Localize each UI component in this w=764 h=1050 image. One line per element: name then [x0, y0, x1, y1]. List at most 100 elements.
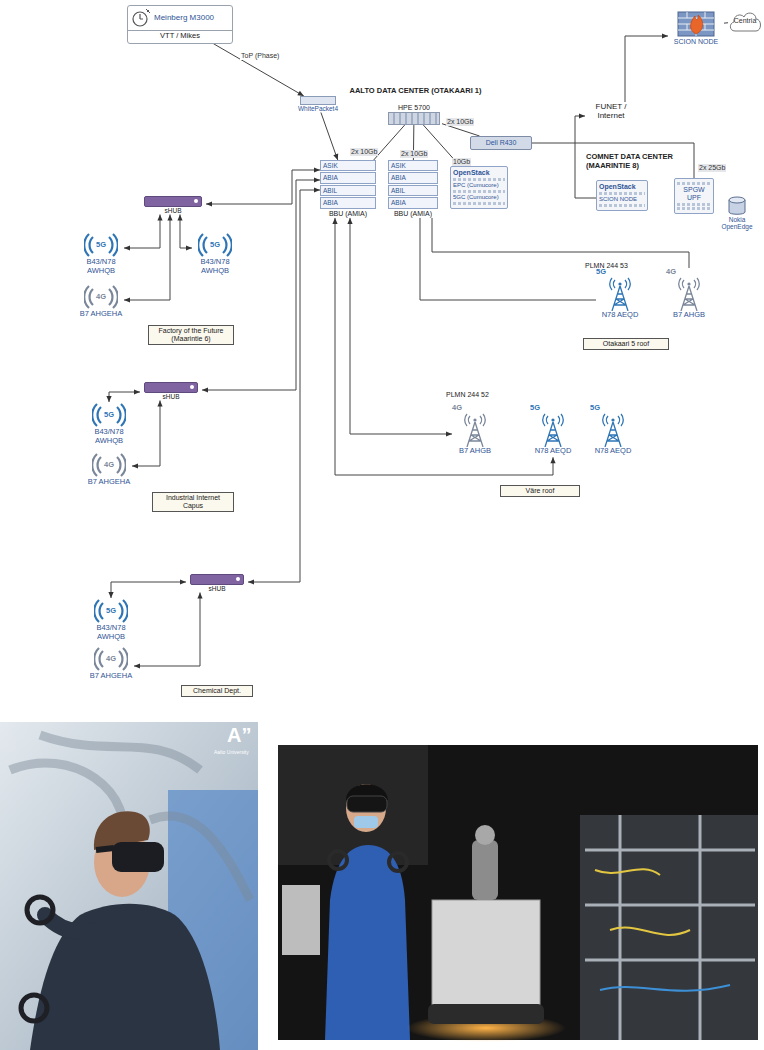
wave-arc — [682, 280, 684, 288]
arrow-head — [167, 214, 172, 220]
side-cart — [282, 885, 320, 955]
tower-name: N78 AEQD — [596, 311, 644, 320]
connector — [108, 579, 186, 598]
tower-name: B7 AHGB — [666, 311, 712, 320]
antenna-icon: 4G — [86, 452, 132, 478]
device-name: Meinberg M3000 — [154, 13, 214, 22]
tower-icon — [674, 277, 704, 311]
network-label: FUNET / Internet — [585, 102, 637, 120]
edge-label: 2x 10Gb — [400, 142, 428, 160]
vr-controller — [389, 853, 407, 871]
server-service: 5GC (Cumucore) — [453, 194, 505, 201]
firewall-wall — [678, 12, 714, 36]
time-server-box: Meinberg M3000VTT / Mikes — [127, 5, 233, 44]
server-title: SPGW UPF — [677, 186, 711, 202]
wave-arc — [98, 407, 101, 423]
connector-line — [420, 218, 596, 300]
antenna-icon: 5G — [192, 232, 238, 258]
connector-line — [724, 22, 728, 23]
server-slot — [599, 204, 645, 207]
wave-arc — [98, 457, 101, 473]
caption-text: Factory of the Future (Maarintie 6) — [152, 327, 230, 343]
board-card: ASIK — [388, 160, 438, 171]
caption-box: Chemical Dept. — [181, 685, 253, 697]
wave-arc — [123, 600, 128, 622]
wave-arc — [92, 454, 97, 476]
server-slot — [453, 178, 505, 181]
caption-text: Chemical Dept. — [185, 687, 249, 695]
wave-arc — [100, 651, 103, 667]
wave-arc — [223, 237, 226, 253]
band-label: 5G — [86, 402, 132, 428]
antenna-node: 5GB43/N78 AWHQB — [88, 598, 134, 643]
caption-text: Industrial Internet Capus — [156, 494, 230, 510]
robot-cabinet — [432, 900, 540, 1008]
antenna-node: 5GB43/N78 AWHQB — [86, 402, 132, 447]
server-service: SCION NODE — [599, 196, 645, 203]
tower-mast — [467, 422, 483, 447]
site-region: Industrial Internet CapussHUB5GB43/N78 A… — [52, 374, 246, 502]
wave-arc — [483, 414, 485, 426]
arrow-head — [157, 214, 162, 220]
wave-arc — [90, 289, 93, 305]
network-device: WhitePacket4 — [296, 96, 340, 112]
arrow-head — [332, 218, 337, 224]
connector-line — [134, 592, 200, 666]
photo-background — [278, 745, 758, 1040]
robot-joint — [475, 825, 495, 845]
band-label: 4G — [86, 452, 132, 478]
antenna-icon: 4G — [78, 284, 124, 310]
edge-label: ToP (Phase) — [240, 44, 280, 62]
connector — [321, 112, 338, 160]
back-wall — [278, 745, 428, 865]
arrow-head — [579, 113, 585, 118]
wave-arc — [84, 286, 89, 308]
arrow-head — [124, 245, 130, 250]
arrow-head — [197, 592, 202, 598]
region-title-text: PLMN 244 52 — [446, 391, 526, 399]
band-label: 5G — [590, 404, 636, 413]
antenna-icon: 5G — [86, 402, 132, 428]
connector-line — [532, 143, 694, 178]
wave-arc — [546, 416, 548, 424]
antenna-name: B43/N78 AWHQB — [88, 624, 134, 641]
antenna-node: 4GB7 AHGEHA — [88, 646, 134, 683]
node-name: SCION NODE — [668, 38, 724, 46]
vr-headset — [347, 796, 387, 812]
owner-label: VTT / Mikes — [131, 32, 229, 41]
wave-arc — [465, 414, 467, 426]
wave-arc — [109, 237, 112, 253]
clock-hands — [140, 14, 143, 19]
shub-device: sHUB — [186, 574, 248, 592]
arrow-head — [206, 201, 212, 206]
connector — [134, 592, 203, 668]
server-slot — [453, 202, 505, 205]
wave-arc — [625, 280, 627, 288]
tower-top — [687, 282, 690, 285]
board-name: ABIL — [391, 187, 435, 194]
logo-label: A” — [227, 724, 251, 747]
switch-rect — [388, 112, 440, 125]
firewall-flame — [691, 15, 703, 34]
arrow-head — [202, 387, 208, 392]
clock-icon — [131, 8, 151, 28]
region-outline — [440, 387, 638, 481]
wave-arc — [679, 278, 681, 290]
connector-line — [432, 218, 689, 268]
antenna-node: 4GB7 AHGEHA — [78, 284, 124, 321]
tower-icon — [460, 413, 490, 447]
logo-mark: A” — [227, 724, 251, 747]
device-name: sHUB — [140, 207, 206, 214]
tower-top — [473, 418, 476, 421]
caption-text: Väre roof — [504, 487, 576, 495]
tower-icon — [598, 413, 628, 447]
region-title-text: COMNET DATA CENTER (MAARINTIE 8) — [586, 153, 686, 170]
wave-arc — [100, 603, 103, 619]
arrow-head — [132, 463, 138, 468]
machine-wires — [595, 869, 690, 935]
board-card: ABIA — [388, 197, 438, 208]
region-title-text: AALTO DATA CENTER (OTAKAARI 1) — [283, 87, 548, 96]
arrow-head — [124, 297, 130, 302]
connector — [124, 214, 173, 302]
tower-icon — [605, 277, 635, 311]
